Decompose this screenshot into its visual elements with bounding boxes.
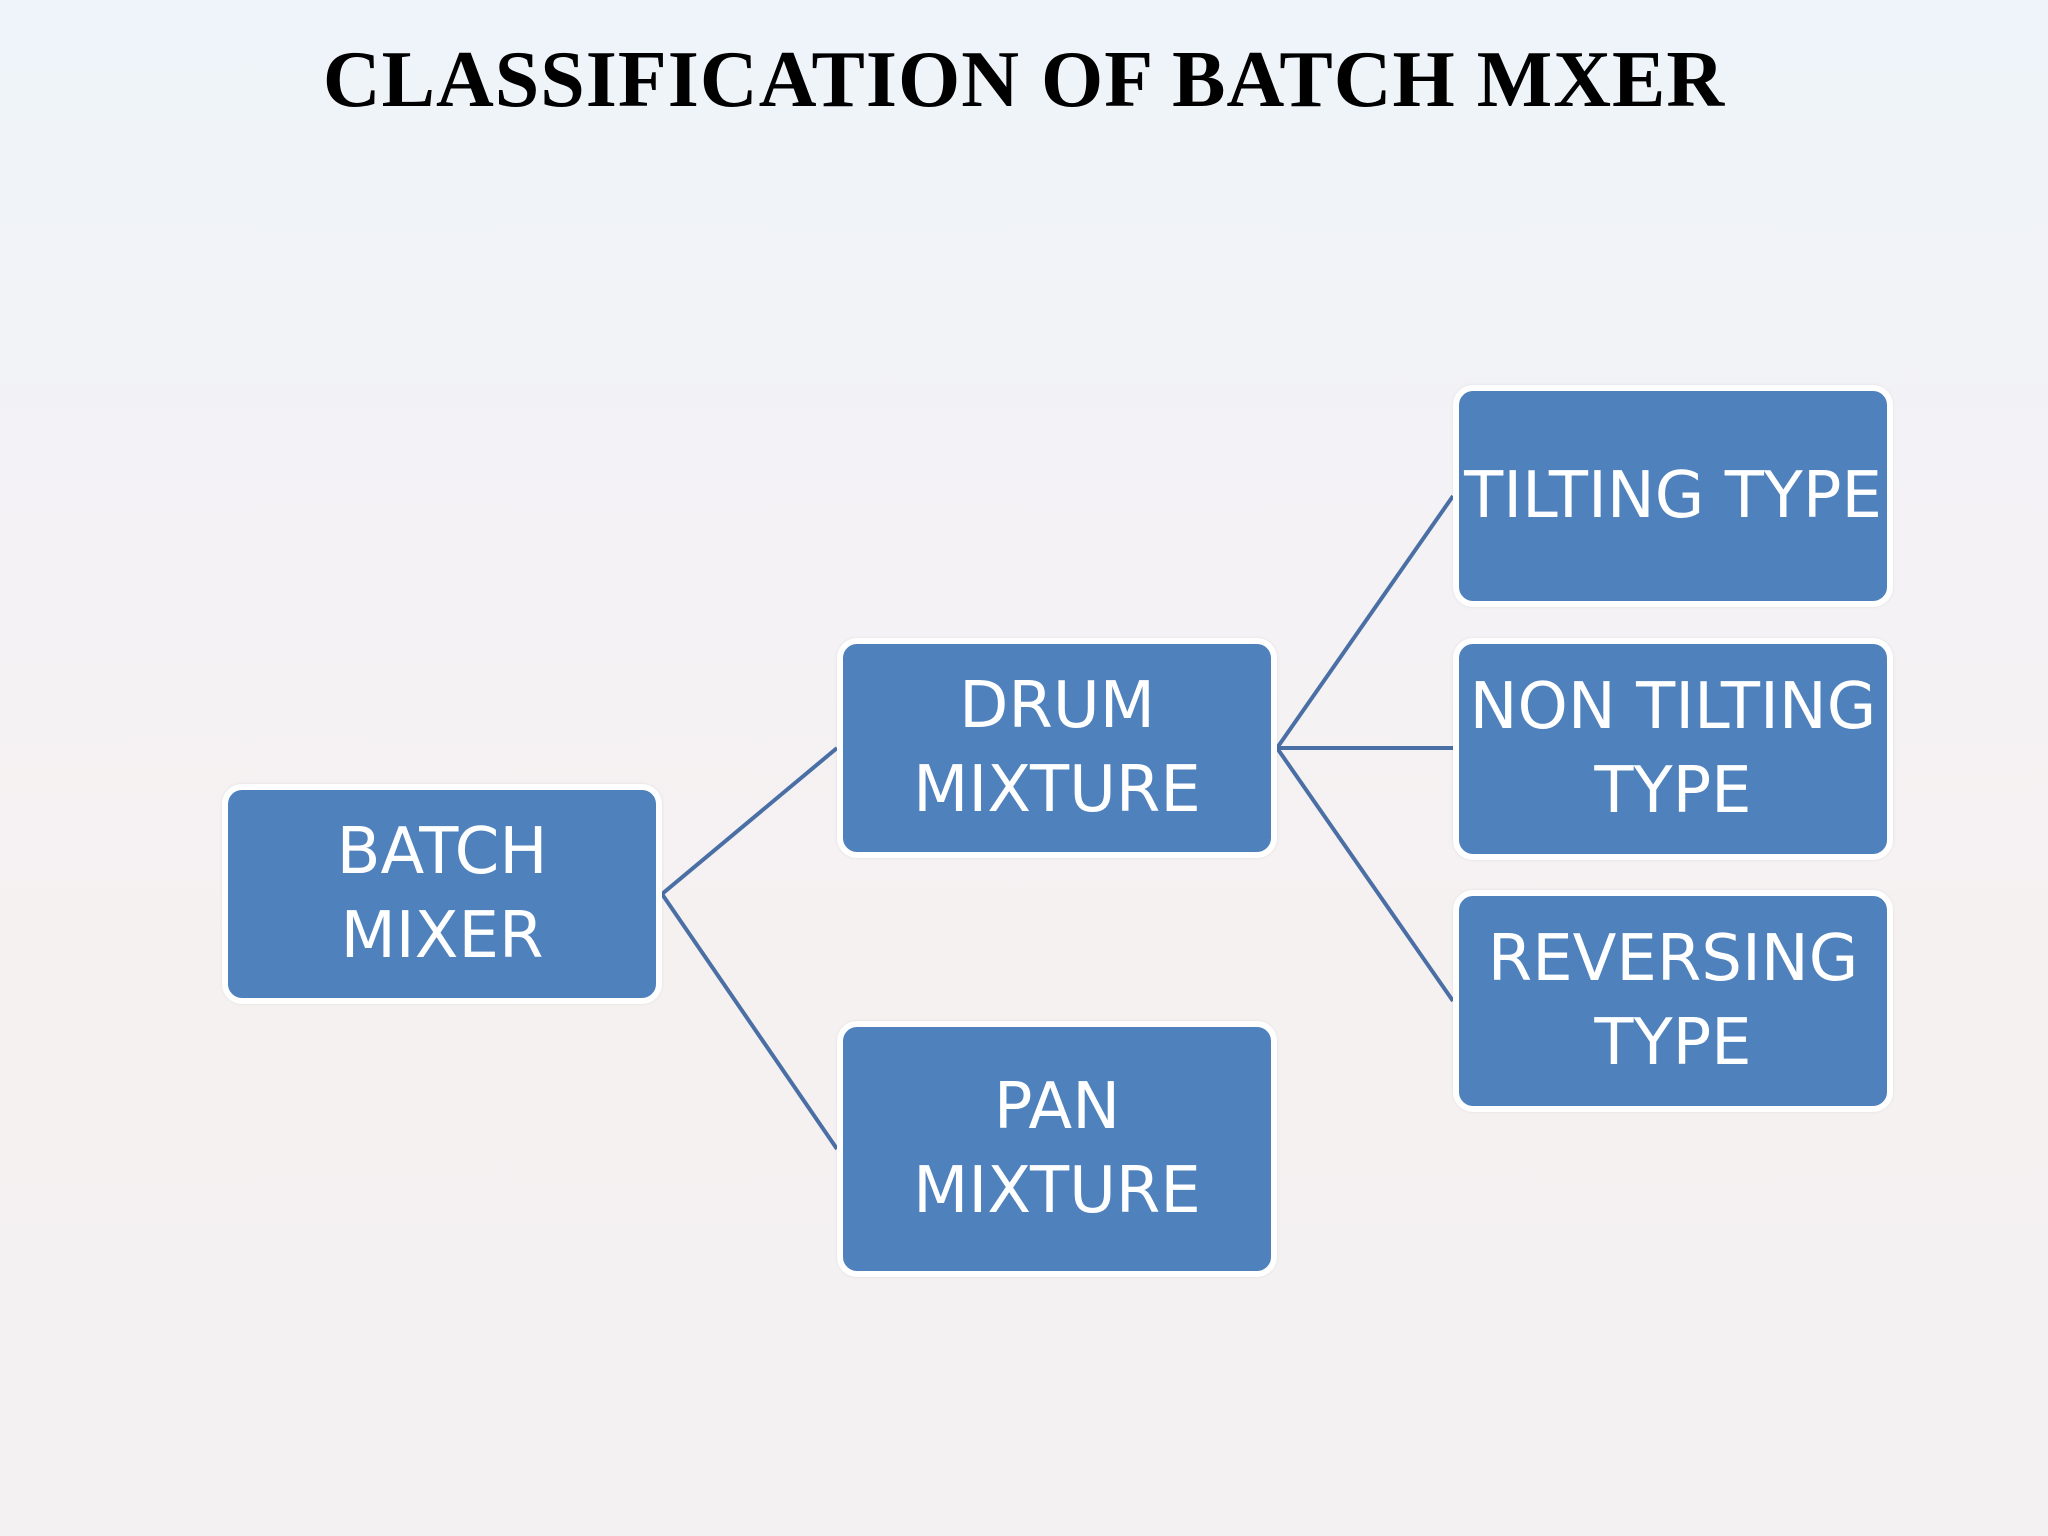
node-reversing-type-label: REVERSING TYPE [1487, 922, 1859, 1080]
connector-drum-tilting [1275, 494, 1455, 750]
slide-title: CLASSIFICATION OF BATCH MXER [322, 36, 1726, 124]
node-non-tilting-type: NON TILTING TYPE [1453, 638, 1893, 860]
node-tilting-type: TILTING TYPE [1453, 385, 1893, 607]
node-tilting-type-label: TILTING TYPE [1464, 459, 1882, 533]
node-non-tilting-type-label: NON TILTING TYPE [1469, 670, 1877, 828]
connector-batch-drum [660, 746, 839, 896]
node-reversing-type: REVERSING TYPE [1453, 890, 1893, 1112]
node-drum-mixture-label: DRUM MIXTURE [913, 669, 1201, 827]
node-pan-mixture-label: PAN MIXTURE [913, 1070, 1201, 1228]
connector-batch-pan [660, 892, 839, 1151]
node-batch-mixer-label: BATCH MIXER [336, 815, 548, 973]
node-pan-mixture: PAN MIXTURE [837, 1021, 1277, 1277]
connector-drum-reversing [1275, 746, 1455, 1003]
node-batch-mixer: BATCH MIXER [222, 784, 662, 1004]
node-drum-mixture: DRUM MIXTURE [837, 638, 1277, 858]
